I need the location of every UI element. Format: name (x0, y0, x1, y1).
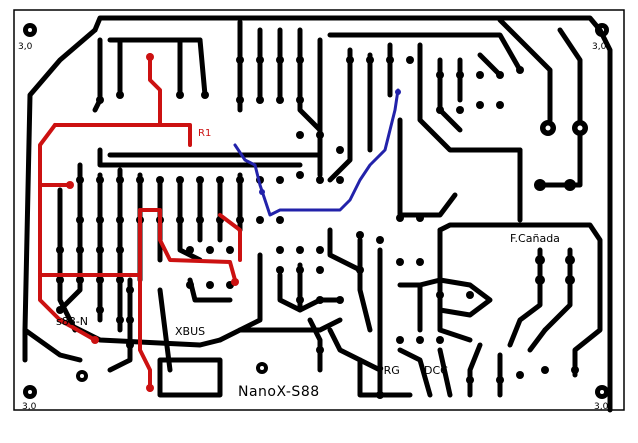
corner-label-bottom-left: 3,0 (22, 402, 37, 412)
corner-label-top-right: 3,0 (592, 42, 607, 52)
jumper-traces (233, 88, 400, 217)
xbus-connector-label: XBUS (175, 325, 206, 338)
prg-label: PRG (377, 364, 400, 377)
jumper-pads (259, 89, 401, 195)
dcc-label: DCC (424, 364, 448, 377)
corner-label-top-left: 3,0 (18, 42, 33, 52)
top-copper-traces (38, 53, 242, 392)
pad-holes (80, 125, 583, 378)
mounting-holes (23, 23, 609, 399)
s88n-connector-label: s88-N (56, 315, 88, 328)
r1-label: R1 (198, 128, 212, 139)
board-title: NanoX-S88 (238, 384, 320, 400)
author-label: F.Cañada (510, 232, 560, 245)
top-copper-pads (66, 53, 239, 392)
corner-label-bottom-right: 3,0 (594, 402, 609, 412)
pads (56, 56, 588, 399)
